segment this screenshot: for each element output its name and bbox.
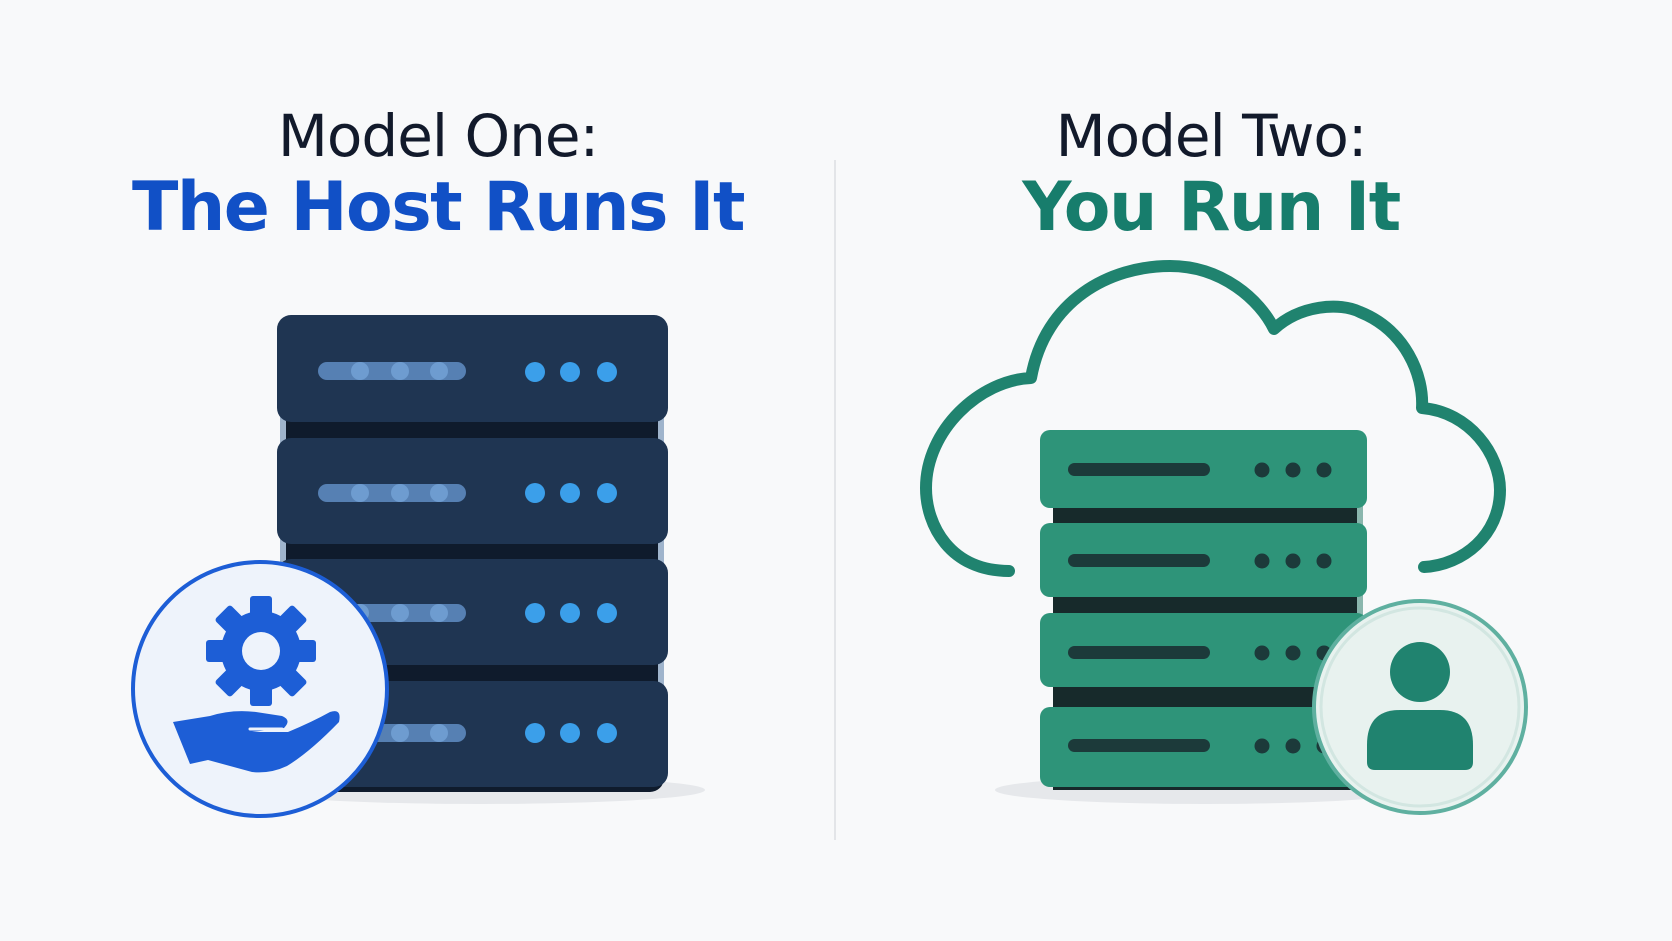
model-two-label: Model Two: bbox=[1055, 102, 1368, 170]
model-one-title: The Host Runs It bbox=[131, 168, 746, 247]
model-one-label: Model One: bbox=[277, 102, 599, 170]
gear-icon bbox=[206, 596, 316, 706]
server-unit-1 bbox=[277, 315, 668, 422]
center-divider bbox=[834, 160, 836, 840]
host-server-rack-icon bbox=[255, 315, 705, 804]
server-unit-3 bbox=[1040, 613, 1367, 687]
server-unit-2 bbox=[277, 438, 668, 544]
cloud-icon bbox=[920, 260, 1506, 577]
owned-server-rack-icon bbox=[995, 430, 1415, 804]
server-unit-1 bbox=[1040, 430, 1367, 508]
model-two-title: You Run It bbox=[1022, 168, 1401, 247]
user-badge-icon bbox=[1312, 599, 1528, 815]
hand-icon bbox=[173, 711, 340, 773]
gear-hand-badge-icon bbox=[131, 560, 389, 818]
server-unit-4 bbox=[1040, 707, 1367, 787]
user-icon bbox=[1367, 642, 1473, 770]
server-unit-2 bbox=[1040, 523, 1367, 597]
